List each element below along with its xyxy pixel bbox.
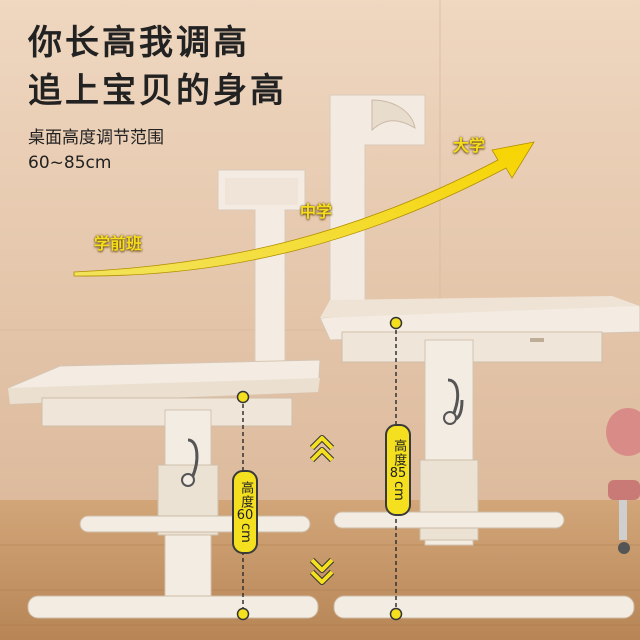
height-badge-low: 高度 60 cm	[232, 470, 258, 554]
height-badge-low-unit: cm	[238, 523, 254, 544]
headline-line-1: 你长高我调高	[28, 23, 250, 63]
range-caption: 桌面高度调节范围	[28, 128, 164, 148]
floor-boards	[0, 544, 640, 626]
height-badge-high-unit: cm	[391, 481, 407, 502]
tall-desk	[319, 94, 640, 619]
stage-label-middle: 中学	[300, 202, 333, 221]
height-badge-high-value: 85	[389, 465, 407, 481]
down-chevrons	[309, 557, 335, 585]
growth-arrow	[73, 141, 535, 277]
wall	[0, 0, 640, 520]
height-badge-high: 高度 85 cm	[385, 424, 411, 516]
moon-shape	[371, 99, 416, 132]
stage-label-preschool: 学前班	[94, 234, 143, 253]
height-badge-low-value: 60	[236, 507, 254, 523]
up-chevrons	[309, 435, 335, 463]
height-badge-low-label: 高度	[238, 480, 254, 509]
stage-label-university: 大学	[453, 136, 486, 155]
height-badge-high-label: 高度	[391, 438, 407, 467]
height-dots	[236, 316, 403, 621]
range-value: 60~85cm	[28, 153, 112, 173]
chair	[606, 408, 640, 554]
headline-line-2: 追上宝贝的身高	[28, 71, 287, 111]
